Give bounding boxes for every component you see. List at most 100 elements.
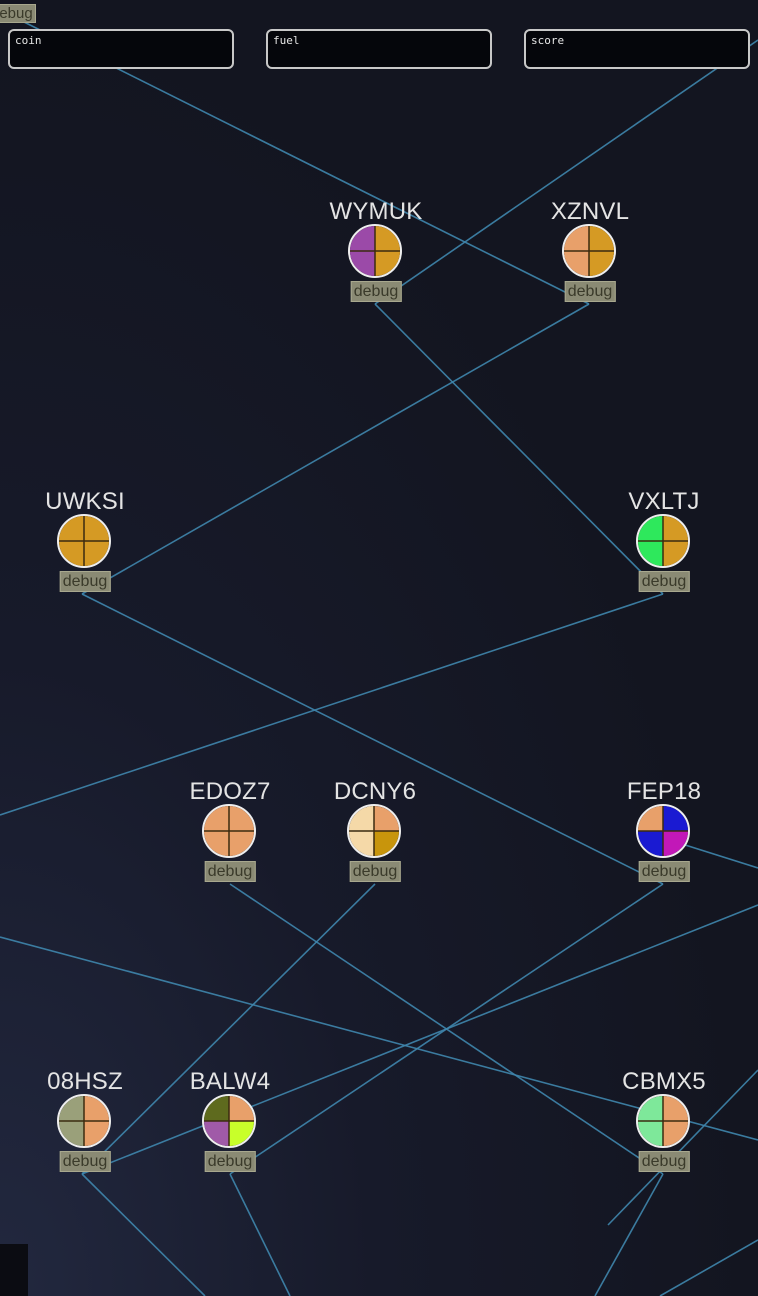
token-quadrant [638,516,663,541]
token-quadrant [663,516,688,541]
coin-field[interactable] [8,29,234,69]
node-fep18[interactable]: FEP18 debug [594,778,734,888]
node-name: FEP18 [626,778,702,805]
node-token[interactable] [202,804,256,858]
fuel-input[interactable] [268,32,490,69]
token-quadrant [84,1096,109,1121]
token-quadrants [638,806,688,856]
token-quadrant [229,806,254,831]
node-debug-tag[interactable]: debug [204,1151,256,1172]
token-quadrant [349,806,374,831]
token-quadrant [663,806,688,831]
node-uwksi[interactable]: UWKSI debug [15,488,155,598]
node-xznvl[interactable]: XZNVL debug [520,198,660,308]
node-08hsz[interactable]: 08HSZ debug [15,1068,155,1178]
connection-line [594,1173,664,1296]
node-wymuk[interactable]: WYMUK debug [306,198,446,308]
node-token[interactable] [202,1094,256,1148]
global-debug-tag[interactable]: debug [0,4,36,23]
token-quadrant [84,1121,109,1146]
token-quadrant [204,831,229,856]
node-debug-tag[interactable]: debug [638,1151,690,1172]
token-quadrant [349,831,374,856]
node-token[interactable] [636,804,690,858]
token-quadrant [638,806,663,831]
node-token[interactable] [57,514,111,568]
score-input[interactable] [526,32,748,69]
token-quadrant [59,1096,84,1121]
node-cbmx5[interactable]: CBMX5 debug [594,1068,734,1178]
node-token[interactable] [347,804,401,858]
token-quadrant [374,806,399,831]
node-token[interactable] [636,514,690,568]
node-debug-tag[interactable]: debug [350,281,402,302]
fuel-field[interactable] [266,29,492,69]
token-quadrant [638,541,663,566]
node-debug-tag[interactable]: debug [59,1151,111,1172]
token-quadrant [229,1096,254,1121]
token-quadrants [638,1096,688,1146]
token-quadrant [350,251,375,276]
node-name: EDOZ7 [189,778,271,805]
token-quadrant [564,251,589,276]
token-quadrants [350,226,400,276]
token-quadrant [663,1096,688,1121]
node-debug-tag[interactable]: debug [638,861,690,882]
token-quadrant [663,831,688,856]
node-token[interactable] [348,224,402,278]
token-quadrant [375,251,400,276]
token-quadrant [638,1096,663,1121]
token-quadrants [204,806,254,856]
token-quadrant [204,1121,229,1146]
token-quadrant [375,226,400,251]
node-name: UWKSI [45,488,125,515]
node-token[interactable] [636,1094,690,1148]
token-quadrants [638,516,688,566]
token-quadrant [564,226,589,251]
token-quadrant [59,541,84,566]
token-quadrant [589,251,614,276]
node-edoz7[interactable]: EDOZ7 debug [160,778,300,888]
token-quadrant [84,541,109,566]
token-quadrant [374,831,399,856]
node-name: BALW4 [189,1068,271,1095]
node-token[interactable] [57,1094,111,1148]
node-debug-tag[interactable]: debug [349,861,401,882]
token-quadrant [204,806,229,831]
node-debug-tag[interactable]: debug [59,571,111,592]
token-quadrant [638,831,663,856]
token-quadrant [638,1121,663,1146]
token-quadrant [59,516,84,541]
token-quadrants [59,516,109,566]
token-quadrants [349,806,399,856]
token-quadrants [59,1096,109,1146]
node-debug-tag[interactable]: debug [564,281,616,302]
node-name: VXLTJ [628,488,700,515]
node-name: XZNVL [550,198,630,225]
token-quadrant [663,1121,688,1146]
token-quadrant [589,226,614,251]
connection-line [81,1173,206,1296]
node-balw4[interactable]: BALW4 debug [160,1068,300,1178]
connection-line [229,1173,291,1296]
token-quadrants [564,226,614,276]
node-name: 08HSZ [47,1068,123,1095]
score-field[interactable] [524,29,750,69]
connection-line [81,303,590,595]
token-quadrant [59,1121,84,1146]
node-token[interactable] [562,224,616,278]
token-quadrant [84,516,109,541]
coin-input[interactable] [10,32,232,69]
node-dcny6[interactable]: DCNY6 debug [305,778,445,888]
node-debug-tag[interactable]: debug [204,861,256,882]
node-name: WYMUK [329,198,423,225]
token-quadrant [350,226,375,251]
node-vxltj[interactable]: VXLTJ debug [594,488,734,598]
node-debug-tag[interactable]: debug [638,571,690,592]
token-quadrants [204,1096,254,1146]
connection-line [659,1239,758,1296]
token-quadrant [229,1121,254,1146]
token-quadrant [229,831,254,856]
corner-block [0,1244,28,1296]
